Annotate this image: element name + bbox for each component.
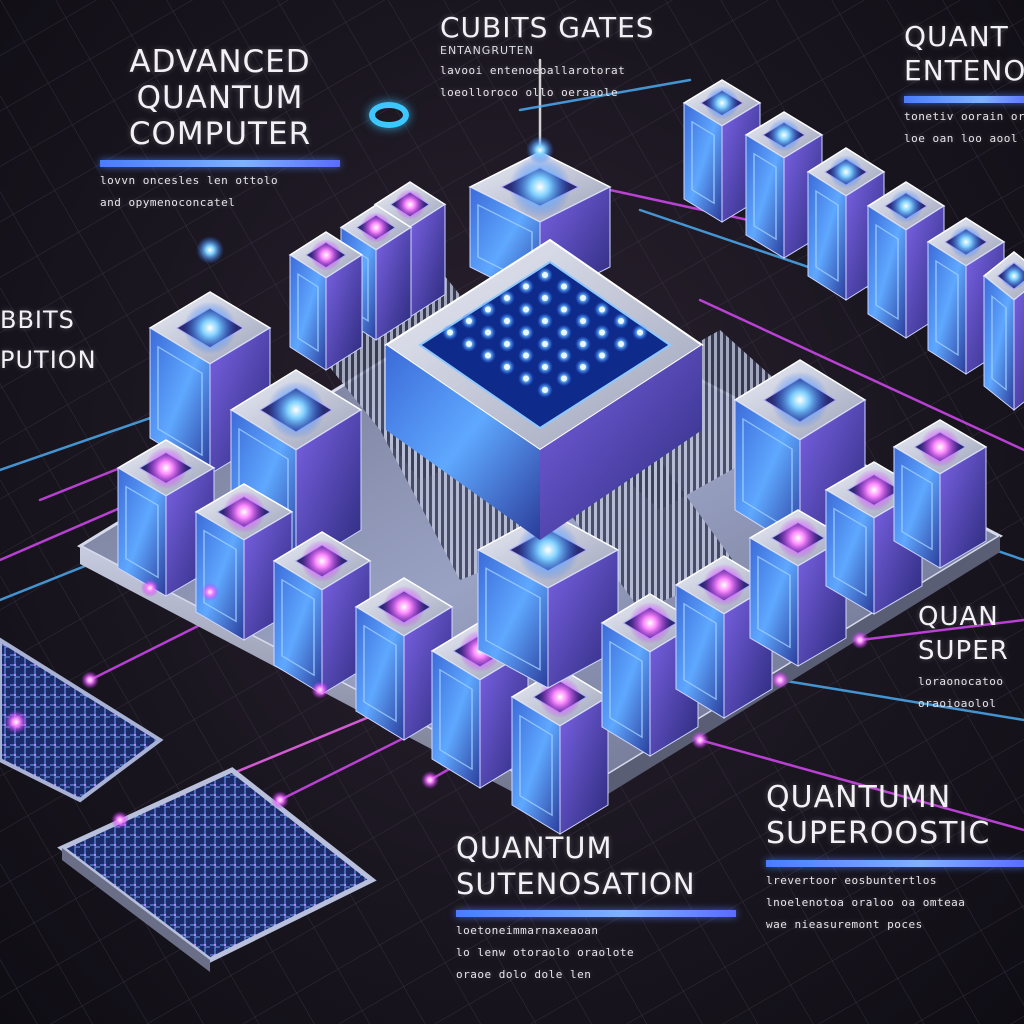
- qubits-title: CUBITS GATES: [440, 11, 655, 44]
- superposition-accent-bar: [766, 860, 1024, 867]
- entanglement-accent-bar: [904, 96, 1024, 103]
- advanced-title-line2: QUANTUM: [136, 80, 304, 116]
- label-qubits-computation-partial: BBITS PUTION: [0, 300, 140, 380]
- cube-front-1: [116, 439, 216, 597]
- label-quantum-super-right: QUAN SUPER loraonocatoo oraoioaolol: [918, 600, 1024, 712]
- cube-front-center: [476, 511, 620, 689]
- light-beam: [858, 618, 1024, 642]
- light-spark: [201, 583, 219, 601]
- cube-front-5: [430, 621, 530, 789]
- light-spark: [526, 136, 554, 164]
- advanced-sub-line2: and opymenoconcatel: [100, 196, 236, 209]
- light-beam: [778, 678, 1024, 722]
- sutenosation-sub-line1: loetoneimmarnaxeaoan: [456, 924, 599, 937]
- cube-front-2: [194, 483, 294, 641]
- cube-back-3: [288, 231, 364, 371]
- sutenosation-sub-line2: lo lenw otoraolo oraolote: [456, 946, 635, 959]
- superposition-sub-line2: lnoelenotoa oraloo oa omteaa: [766, 896, 966, 909]
- qubits-mini: ENTANGRUTEN: [440, 44, 534, 57]
- superposition-title-line2: SUPEROOSTIC: [766, 816, 991, 851]
- light-spark: [691, 731, 709, 749]
- sutenosation-title-line2: SUTENOSATION: [456, 867, 696, 901]
- circuit-panel-left: [0, 637, 164, 803]
- qubit-array: [442, 267, 648, 398]
- quantum-logo-icon: [369, 102, 409, 128]
- label-quantum-superposition: QUANTUMN SUPEROOSTIC lrevertoor eosbunte…: [766, 780, 1024, 933]
- qubits-sub-line2: loeolloroco ollo oeraaole: [440, 86, 619, 99]
- light-beam: [698, 738, 1024, 832]
- advanced-sub-line1: lovvn oncesles len ottolo: [100, 174, 279, 187]
- superposition-sub-line1: lrevertoor eosbuntertlos: [766, 874, 937, 887]
- cube-right-1: [733, 359, 867, 551]
- light-spark: [421, 771, 439, 789]
- super-right-title-line1: QUAN: [918, 602, 999, 632]
- light-spark: [196, 236, 224, 264]
- advanced-title-line1: ADVANCED: [129, 44, 311, 80]
- central-processor: [384, 238, 704, 540]
- light-spark: [851, 631, 869, 649]
- superposition-sub-line3: wae nieasuremont poces: [766, 918, 923, 931]
- light-spark: [271, 791, 289, 809]
- super-right-sub-line1: loraonocatoo: [918, 675, 1004, 688]
- cube-row-1: [682, 79, 762, 223]
- label-quantum-sutenosation: QUANTUM SUTENOSATION loetoneimmarnaxeaoa…: [456, 830, 736, 983]
- super-right-sub-line2: oraoioaolol: [918, 697, 997, 710]
- cube-front-7: [600, 593, 700, 757]
- entanglement-title-line2: ENTENO: [904, 54, 1024, 87]
- entanglement-title-line1: QUANT: [904, 20, 1009, 53]
- light-beam: [518, 78, 692, 112]
- cube-row-2: [744, 111, 824, 259]
- cube-front-11: [892, 419, 988, 569]
- super-right-title-line2: SUPER: [918, 636, 1009, 666]
- cube-front-6: [510, 667, 610, 835]
- sutenosation-sub-line3: oraoe dolo dole len: [456, 968, 592, 981]
- entanglement-sub-line1: tonetiv oorain oro dolo: [904, 110, 1024, 123]
- label-advanced-quantum-computer: ADVANCED QUANTUM COMPUTER lovvn oncesles…: [100, 44, 340, 211]
- cube-row-6: [982, 251, 1024, 412]
- light-spark: [81, 671, 99, 689]
- left-title-line1: BBITS: [0, 306, 75, 334]
- left-title-line2: PUTION: [0, 346, 97, 374]
- label-quantum-entanglement: QUANT ENTENO tonetiv oorain oro dolo loe…: [904, 20, 1024, 147]
- qubits-sub-line1: lavooi entenoeoallarotorat: [440, 64, 626, 77]
- light-spark: [311, 681, 329, 699]
- entanglement-sub-line2: loe oan loo aool: [904, 132, 1018, 145]
- superposition-title-line1: QUANTUMN: [766, 780, 952, 815]
- light-spark: [141, 579, 159, 597]
- light-spark: [771, 671, 789, 689]
- advanced-accent-bar: [100, 160, 340, 167]
- circuit-panel-bottom: [57, 767, 377, 972]
- light-spark: [111, 811, 129, 829]
- sutenosation-accent-bar: [456, 910, 736, 917]
- sutenosation-title-line1: QUANTUM: [456, 831, 613, 865]
- advanced-title-line3: COMPUTER: [128, 116, 312, 152]
- light-beam: [698, 298, 1024, 452]
- label-qubits-gates: CUBITS GATES ENTANGRUTEN lavooi entenoeo…: [440, 14, 710, 101]
